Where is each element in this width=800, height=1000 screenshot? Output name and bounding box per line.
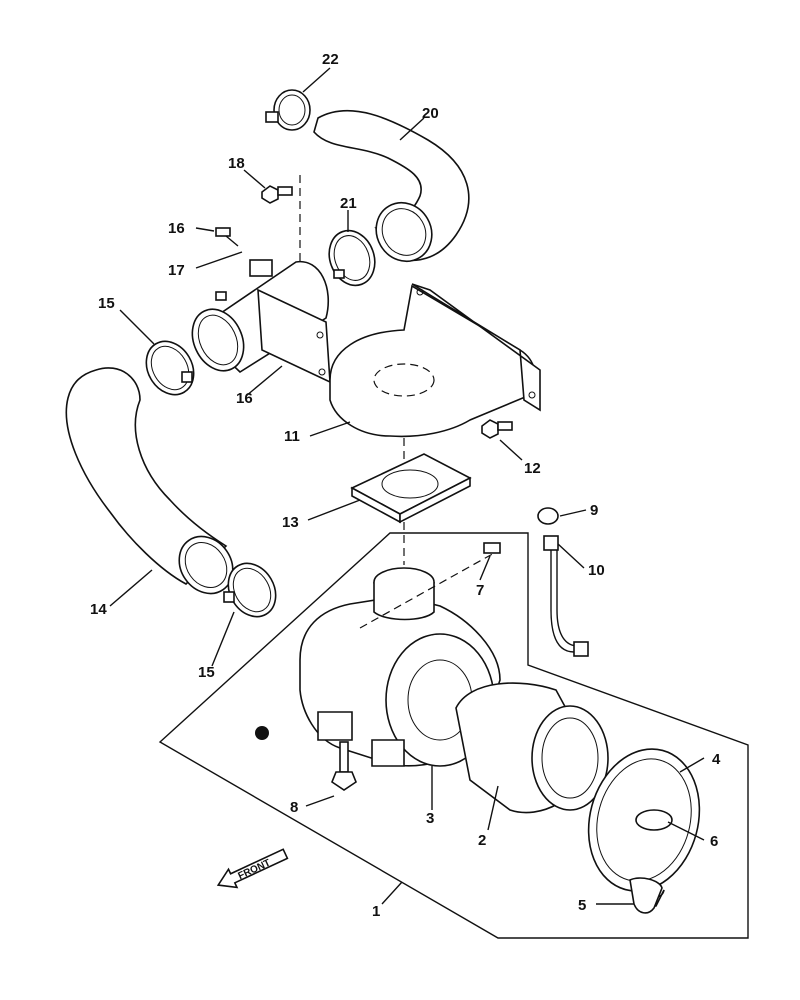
- clamp-21: [328, 229, 376, 287]
- bolt-17: [215, 227, 239, 247]
- bolt-12: [481, 419, 513, 439]
- front-direction-arrow: FRONT: [216, 848, 289, 889]
- air-cleaner-housing: [299, 567, 501, 767]
- fitting-7: [483, 542, 501, 554]
- callout-6: 6: [710, 833, 718, 850]
- gasket-13: [350, 453, 472, 524]
- callout-10: 10: [588, 562, 605, 579]
- cap-9: [537, 507, 559, 525]
- filter-element-2: [455, 682, 609, 814]
- callout-14: 14: [90, 601, 107, 618]
- reference-dot: [255, 726, 269, 740]
- callout-19: 18: [228, 155, 245, 172]
- pipe-bracket-16: [191, 259, 331, 384]
- callout-4: 4: [712, 751, 721, 768]
- clamp-15-upper: [145, 340, 195, 396]
- hose-20: [313, 109, 470, 263]
- callout-17: 16: [168, 220, 185, 237]
- leader-lines: [109, 67, 705, 905]
- clamp-22: [265, 89, 311, 131]
- callout-labels: 22 20 18 21 16 17 15 16 11 12 13 9 10 7 …: [90, 51, 721, 920]
- assembly-boundary-outline: [158, 532, 749, 939]
- callout-21: 21: [340, 195, 357, 212]
- callout-9: 9: [590, 502, 598, 519]
- callout-12: 12: [524, 460, 541, 477]
- callout-8: 8: [290, 799, 298, 816]
- callout-3: 3: [426, 810, 434, 827]
- intake-cap-11: [329, 283, 541, 438]
- clamp-15-lower: [223, 562, 277, 618]
- callout-5: 5: [578, 897, 586, 914]
- callout-13: 13: [282, 514, 299, 531]
- callout-15-lower: 15: [198, 664, 215, 681]
- valve-5: [629, 877, 663, 914]
- callout-11: 11: [284, 428, 300, 445]
- front-arrow-label: FRONT: [236, 858, 272, 883]
- callout-22: 22: [322, 51, 339, 68]
- callout-1: 1: [372, 903, 380, 920]
- callout-7: 7: [476, 582, 484, 599]
- bolt-8: [331, 741, 357, 791]
- callout-18: 17: [168, 262, 185, 279]
- callout-15-upper: 15: [98, 295, 115, 312]
- callout-16: 16: [236, 390, 253, 407]
- sensor-10: [543, 535, 589, 657]
- bolt-19: [261, 185, 293, 204]
- callout-2: 2: [478, 832, 486, 849]
- callout-20: 20: [422, 105, 439, 122]
- hose-14: [65, 367, 234, 595]
